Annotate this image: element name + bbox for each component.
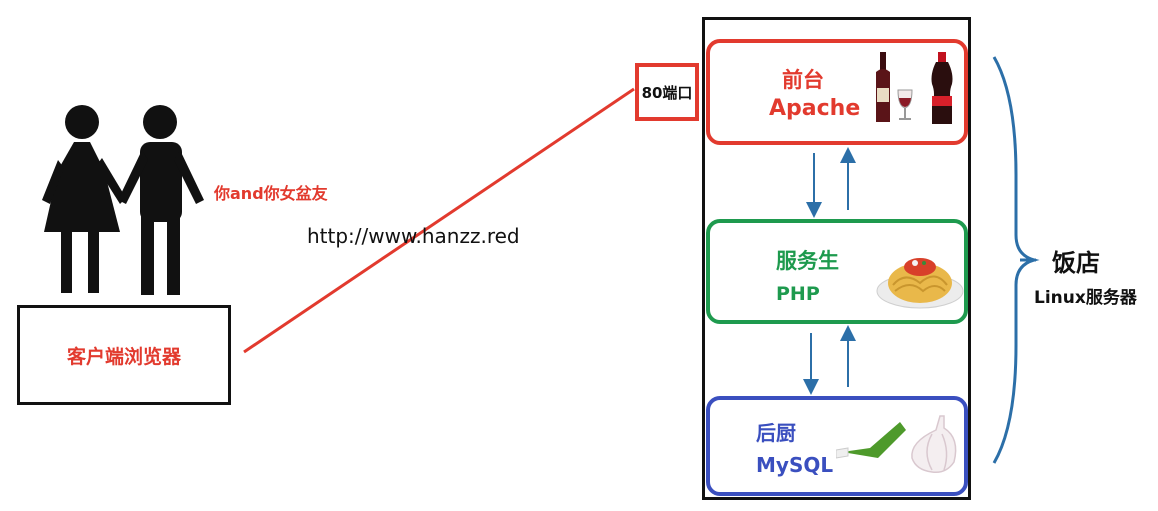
client-browser-box: 客户端浏览器 — [17, 305, 231, 405]
vegetables-icon — [836, 415, 957, 474]
apache-tier-en: Apache — [769, 96, 861, 121]
port-label: 80端口 — [641, 83, 693, 102]
php-tier-cn: 服务生 — [776, 249, 839, 273]
php-tier-en: PHP — [776, 283, 820, 305]
apache-tier-cn: 前台 — [782, 68, 824, 92]
couple-label: 你and你女盆友 — [214, 184, 328, 203]
wine-cola-icon — [876, 52, 953, 124]
url-label: http://www.hanzz.red — [307, 224, 520, 248]
restaurant-label: 饭店 — [1052, 249, 1100, 277]
server-brace — [992, 56, 1040, 464]
apache-tier — [706, 39, 968, 145]
mysql-tier-en: MySQL — [756, 453, 834, 477]
server-frame — [702, 17, 971, 500]
spaghetti-icon — [876, 258, 964, 309]
mysql-tier-cn: 后厨 — [756, 421, 796, 445]
couple-icon — [42, 105, 204, 295]
linux-server-label: Linux服务器 — [1034, 288, 1137, 308]
client-browser-label: 客户端浏览器 — [66, 345, 181, 368]
port-box: 80端口 — [635, 63, 699, 121]
